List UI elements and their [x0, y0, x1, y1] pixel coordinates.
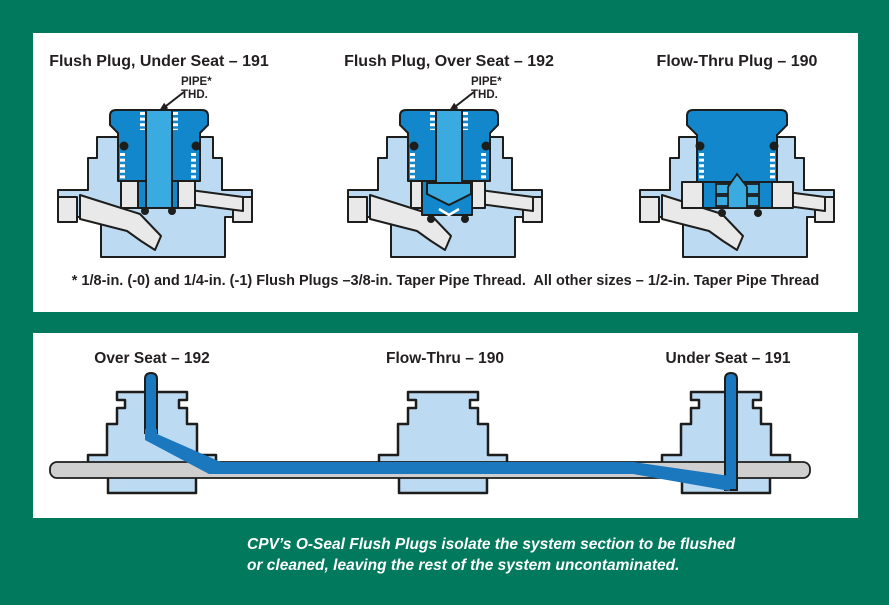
- o-rings: [119, 141, 201, 215]
- footnote: * 1/8-in. (-0) and 1/4-in. (-1) Flush Pl…: [71, 273, 820, 289]
- left-seat-gland: [120, 180, 139, 209]
- left-seat-gland: [681, 181, 704, 209]
- left-port-fitting: [57, 196, 78, 223]
- seat-chevron: [438, 207, 460, 217]
- seat-window: [745, 195, 760, 207]
- flow-label-over-seat: Over Seat – 192: [94, 350, 210, 367]
- over-seat-flow-elbow: [145, 429, 223, 474]
- right-seat-gland: [177, 180, 196, 209]
- caption-line1: CPV’s O-Seal Flush Plugs isolate the sys…: [247, 536, 736, 553]
- flow-channel-seat-cavity: [426, 182, 472, 206]
- flow-label-under-seat: Under Seat – 191: [665, 350, 791, 367]
- flushed-flow-band: [219, 462, 635, 474]
- under-seat-riser-pipe: [724, 371, 738, 491]
- figure-title-under-seat: Flush Plug, Under Seat – 191: [49, 53, 269, 70]
- caption-line2: or cleaned, leaving the rest of the syst…: [247, 557, 680, 574]
- seat-window: [715, 195, 730, 207]
- pipe-thread-annotation: PIPE* THD.: [471, 76, 502, 101]
- o-rings: [409, 141, 491, 223]
- thread-hatching: [410, 112, 486, 180]
- seat-window: [715, 183, 730, 195]
- left-port-fitting: [347, 196, 368, 223]
- annotation-arrow-icon: [449, 91, 475, 111]
- left-port-passage: [79, 194, 162, 251]
- annotation-arrow-icon: [159, 91, 185, 111]
- left-port-fitting: [639, 196, 660, 223]
- right-seat-gland: [771, 181, 794, 209]
- flow-channel: [435, 109, 463, 184]
- caption: CPV’s O-Seal Flush Plugs isolate the sys…: [247, 534, 735, 576]
- under-seat-flow-elbow: [633, 462, 730, 491]
- valve-diagram-under-seat: [57, 109, 253, 258]
- pipe-thread-line1: PIPE*: [471, 76, 502, 88]
- valve-diagram-flow-thru: [639, 109, 835, 258]
- pipe-thread-annotation: PIPE* THD.: [181, 76, 212, 101]
- over-seat-riser-pipe: [144, 371, 158, 434]
- thread-hatching: [120, 112, 196, 180]
- plug-bonnet: [686, 109, 788, 183]
- o-rings: [695, 141, 779, 217]
- top-panel: Flush Plug, Under Seat – 191 Flush Plug,…: [33, 33, 858, 312]
- flow-schematic: [49, 371, 811, 495]
- figure-title-flow-thru: Flow-Thru Plug – 190: [656, 53, 818, 70]
- pipe-thread-line2: THD.: [181, 88, 208, 101]
- seat-window: [745, 183, 760, 195]
- thread-hatching: [699, 153, 775, 180]
- flow-label-flow-thru: Flow-Thru – 190: [386, 350, 504, 367]
- flow-channel: [145, 109, 173, 209]
- pipe-thread-line2: THD.: [471, 88, 498, 101]
- bottom-panel: Over Seat – 192 Flow-Thru – 190 Under Se…: [33, 333, 858, 518]
- valve-diagram-over-seat: [347, 109, 543, 258]
- flow-thru-passage: [727, 172, 748, 209]
- pipe-thread-line1: PIPE*: [181, 76, 212, 88]
- figure-title-over-seat: Flush Plug, Over Seat – 192: [344, 53, 554, 70]
